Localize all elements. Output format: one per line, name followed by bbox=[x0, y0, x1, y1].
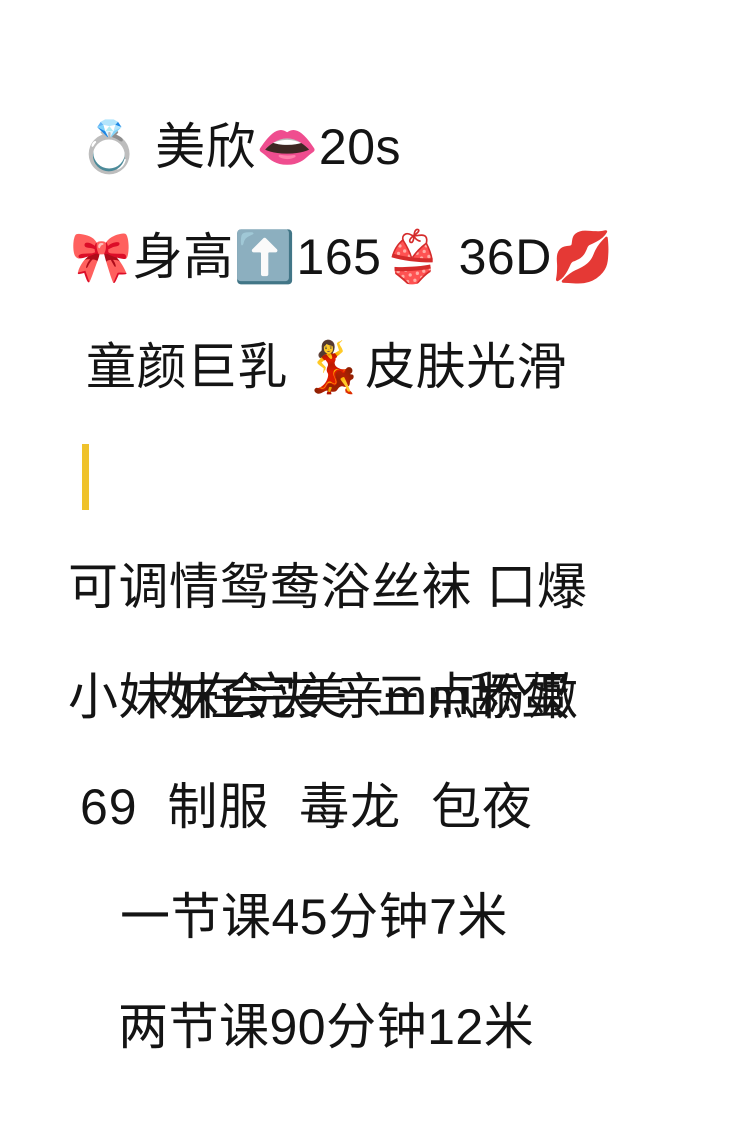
text-line-services-three: 69 制服 毒龙 包夜 bbox=[80, 779, 533, 835]
text-line-inner-qualities: 内在完美 三点粉嫩 bbox=[0, 422, 752, 725]
text-line-appearance: 童颜巨乳 💃皮肤光滑 bbox=[86, 339, 568, 395]
text-line-price-double: 两节课90分钟12米 bbox=[118, 999, 535, 1055]
text-line-inner-qualities-label: 内在完美 三点粉嫩 bbox=[145, 669, 579, 725]
text-line-services-one: 可调情鸳鸯浴丝袜 口爆 bbox=[68, 559, 588, 615]
text-line-services-two: 小妹妹会夹 亲mm舔蛋 bbox=[68, 669, 571, 725]
text-line-price-single: 一节课45分钟7米 bbox=[120, 889, 508, 945]
text-line-name-age: 💍 美欣👄20s bbox=[78, 119, 402, 175]
text-line-height-measurements: 🎀身高⬆️165👙 36D💋 bbox=[70, 229, 615, 285]
text-cursor-bar bbox=[82, 444, 89, 510]
